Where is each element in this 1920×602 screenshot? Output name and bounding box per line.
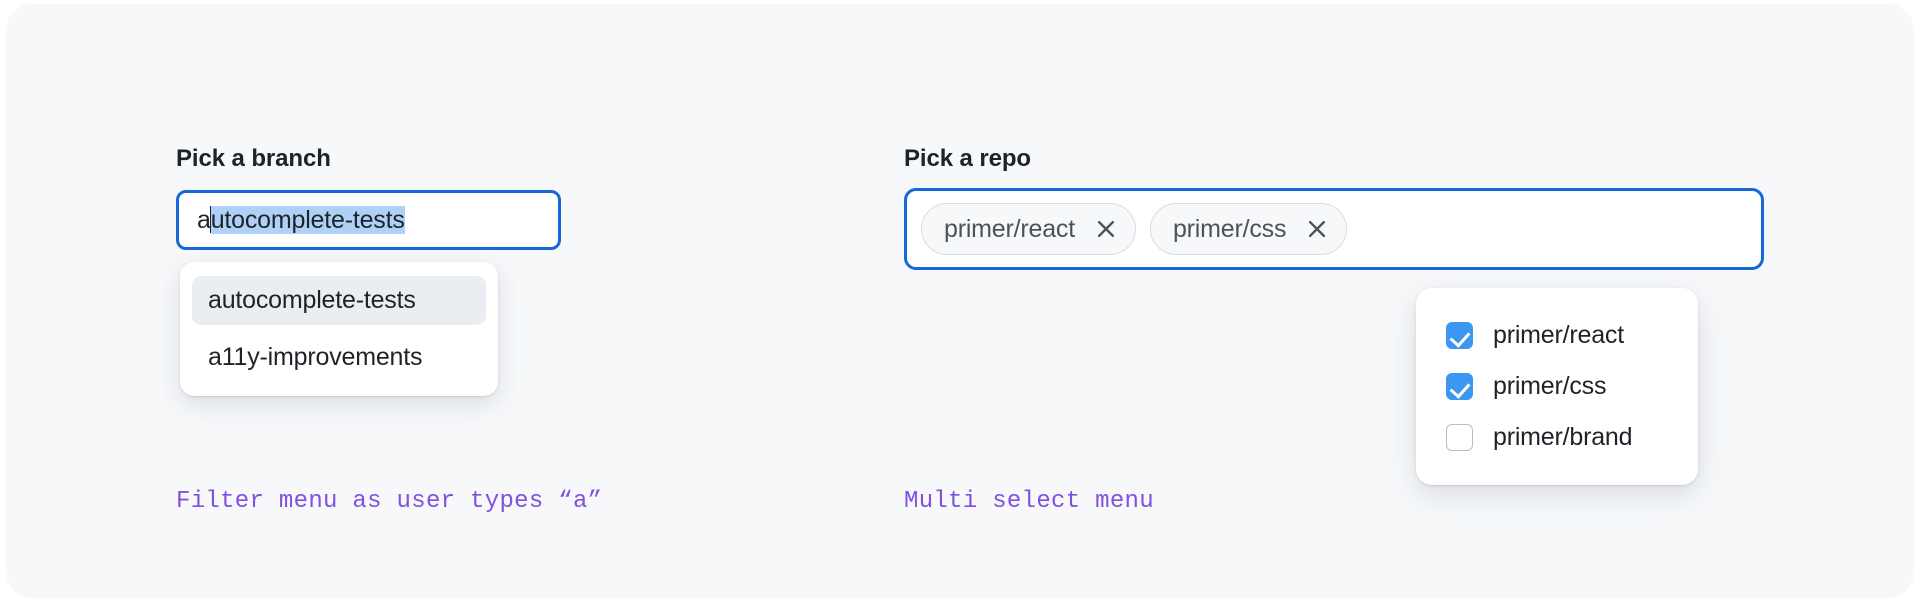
- right-caption: Multi select menu: [904, 488, 1154, 515]
- repo-token-input[interactable]: primer/react primer/css: [904, 188, 1764, 270]
- token-primer-css[interactable]: primer/css: [1149, 203, 1348, 255]
- repo-field-label: Pick a repo: [904, 145, 1031, 172]
- checkbox-checked-icon[interactable]: [1446, 373, 1473, 400]
- close-icon[interactable]: [1306, 218, 1328, 240]
- left-caption: Filter menu as user types “a”: [176, 488, 603, 515]
- token-label: primer/css: [1172, 214, 1287, 243]
- repo-multiselect-menu: primer/react primer/css primer/brand: [1416, 288, 1698, 485]
- menu-option-primer-brand[interactable]: primer/brand: [1416, 412, 1698, 463]
- token-primer-react[interactable]: primer/react: [921, 203, 1136, 255]
- branch-input[interactable]: autocomplete-tests: [176, 190, 561, 250]
- menu-option-label: primer/css: [1493, 372, 1607, 400]
- menu-option-primer-css[interactable]: primer/css: [1416, 361, 1698, 412]
- menu-option-label: primer/brand: [1493, 423, 1633, 451]
- menu-option-autocomplete-tests[interactable]: autocomplete-tests: [192, 276, 486, 325]
- branch-filter-menu: autocomplete-tests a11y-improvements: [180, 262, 498, 396]
- menu-option-primer-react[interactable]: primer/react: [1416, 310, 1698, 361]
- checkbox-unchecked-icon[interactable]: [1446, 424, 1473, 451]
- checkbox-checked-icon[interactable]: [1446, 322, 1473, 349]
- branch-input-selected-completion: utocomplete-tests: [210, 205, 405, 234]
- branch-input-typed-text: a: [197, 205, 211, 234]
- menu-option-a11y-improvements[interactable]: a11y-improvements: [208, 343, 423, 371]
- close-icon[interactable]: [1095, 218, 1117, 240]
- menu-option-label: primer/react: [1493, 321, 1624, 349]
- branch-field-label: Pick a branch: [176, 145, 331, 172]
- branch-input-value: autocomplete-tests: [197, 205, 405, 235]
- token-label: primer/react: [944, 214, 1075, 243]
